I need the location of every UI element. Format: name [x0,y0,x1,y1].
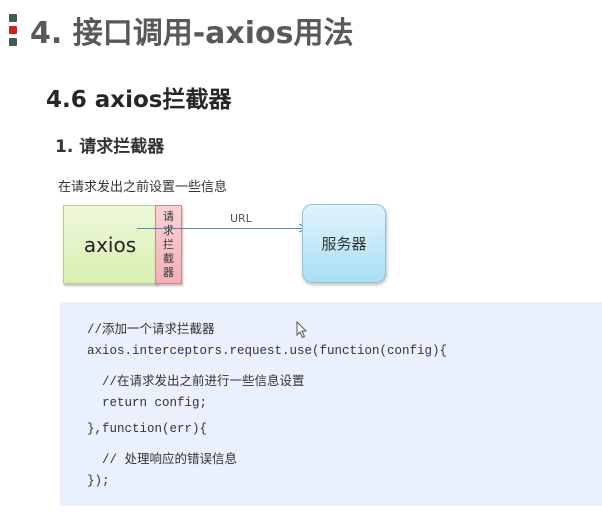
axios-client-label: axios [83,232,137,257]
interceptor-char: 拦 [163,237,174,251]
bullet-square-bottom [9,38,17,46]
bullet-square-top [9,14,17,22]
url-arrow-line [137,228,305,229]
section-subtitle: 4.6 axios拦截器 [46,87,232,113]
axios-client-box: axios [63,205,157,284]
request-interceptor-box: 请 求 拦 截 器 [155,205,182,284]
bullet-square-middle [9,26,17,34]
page-title: 4. 接口调用-axios用法 [30,16,354,51]
section-heading: 1. 请求拦截器 [55,137,165,157]
interceptor-char: 截 [163,251,174,265]
mouse-cursor-icon [296,321,308,339]
code-line: // 处理响应的错误信息 [87,453,238,467]
code-line: //添加一个请求拦截器 [87,323,215,337]
code-line: axios.interceptors.request.use(function(… [87,344,448,358]
interceptor-char: 器 [163,265,174,279]
server-label: 服务器 [321,235,367,253]
url-label: URL [230,212,252,225]
interceptor-char: 求 [163,223,174,237]
code-line: }); [87,474,110,488]
code-line: //在请求发出之前进行一些信息设置 [87,375,305,389]
interceptor-char: 请 [163,209,174,223]
server-box: 服务器 [302,204,386,283]
section-description: 在请求发出之前设置一些信息 [58,180,228,195]
code-line: },function(err){ [87,422,208,436]
code-block: //添加一个请求拦截器 axios.interceptors.request.u… [60,302,602,506]
code-line: return config; [87,396,208,410]
title-bullets [9,14,18,50]
